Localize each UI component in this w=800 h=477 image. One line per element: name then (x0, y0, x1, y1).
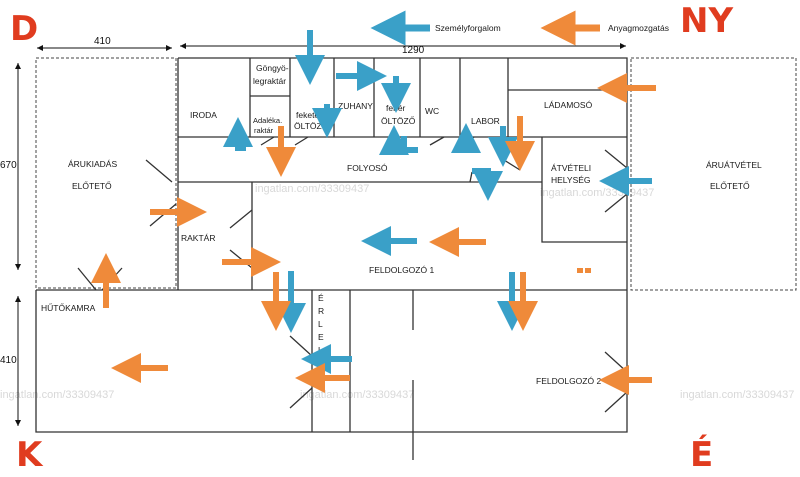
room-adalek: Adaléka. (253, 116, 282, 125)
dimension-top-left: 410 (94, 36, 111, 47)
dimension-lines: 410 1290 670 410 (0, 36, 626, 426)
room-arukiadas-line2: ELŐTETŐ (72, 181, 112, 191)
watermark-text: ingatlan.com/33309437 (540, 187, 654, 199)
dimension-left-lower: 410 (0, 355, 17, 366)
legend: Személyforgalom Anyagmozgatás (370, 10, 669, 46)
room-erlelo-letter: L (318, 345, 323, 355)
legend-person-label: Személyforgalom (435, 23, 501, 33)
room-feldolgozo1: FELDOLGOZÓ 1 (369, 265, 434, 275)
arukiadas-canopy (35, 57, 177, 289)
room-feldolgozo2: FELDOLGOZÓ 2 (536, 376, 601, 386)
aruatvetel-canopy (630, 57, 797, 291)
room-zuhany: ZUHANY (338, 101, 373, 111)
room-erlelo-letter: É (318, 293, 324, 303)
legend-material-label: Anyagmozgatás (608, 23, 669, 33)
room-raktar: RAKTÁR (181, 233, 215, 243)
room-fekete: fekete (296, 110, 319, 120)
corner-label-nw: D (10, 9, 38, 49)
room-wc: WC (425, 106, 439, 116)
material-flow-arrows (91, 73, 656, 395)
corner-label-sw: K (16, 435, 44, 475)
corner-label-se: É (690, 434, 713, 475)
room-ladamoso: LÁDAMOSÓ (544, 100, 593, 110)
room-fekete-line2: ÖLTÖZŐ (294, 121, 329, 131)
corner-label-ne: NY (680, 1, 733, 41)
room-erlelo-letter: L (318, 319, 323, 329)
watermarks: ingatlan.com/33309437 ingatlan.com/33309… (0, 183, 794, 401)
room-atveteli-line2: HELYSÉG (551, 175, 591, 185)
room-labels: ÁRUKIADÁS ELŐTETŐ ÁRUÁTVÉTEL ELŐTETŐ IRO… (41, 63, 762, 386)
room-labor: LABOR (471, 116, 500, 126)
watermark-text: ingatlan.com/33309437 (255, 183, 369, 195)
room-adalek-line2: raktár (254, 126, 274, 135)
person-flow-arrows (223, 30, 652, 374)
room-gongyoleg-line2: legraktár (253, 76, 286, 86)
watermark-text: ingatlan.com/33309437 (300, 389, 414, 401)
room-iroda: IRODA (190, 110, 217, 120)
room-folyoso: FOLYOSÓ (347, 163, 388, 173)
room-aruatvetel-line2: ELŐTETŐ (710, 181, 750, 191)
watermark-text: ingatlan.com/33309437 (680, 389, 794, 401)
room-erlelo-letter: R (318, 306, 324, 316)
room-aruatvetel: ÁRUÁTVÉTEL (706, 160, 762, 170)
room-arukiadas: ÁRUKIADÁS (68, 159, 117, 169)
watermark-text: ingatlan.com/33309437 (0, 389, 114, 401)
dimension-left-upper: 670 (0, 160, 17, 171)
room-hutokamra: HŰTŐKAMRA (41, 303, 96, 313)
room-feher: fehér (386, 103, 406, 113)
room-atveteli: ÁTVÉTELI (551, 163, 591, 173)
dimension-top-main: 1290 (402, 45, 425, 56)
room-erlelo-letter: E (318, 332, 324, 342)
room-feher-line2: ÖLTÖZŐ (381, 116, 416, 126)
room-gongyoleg: Göngyö- (256, 63, 289, 73)
